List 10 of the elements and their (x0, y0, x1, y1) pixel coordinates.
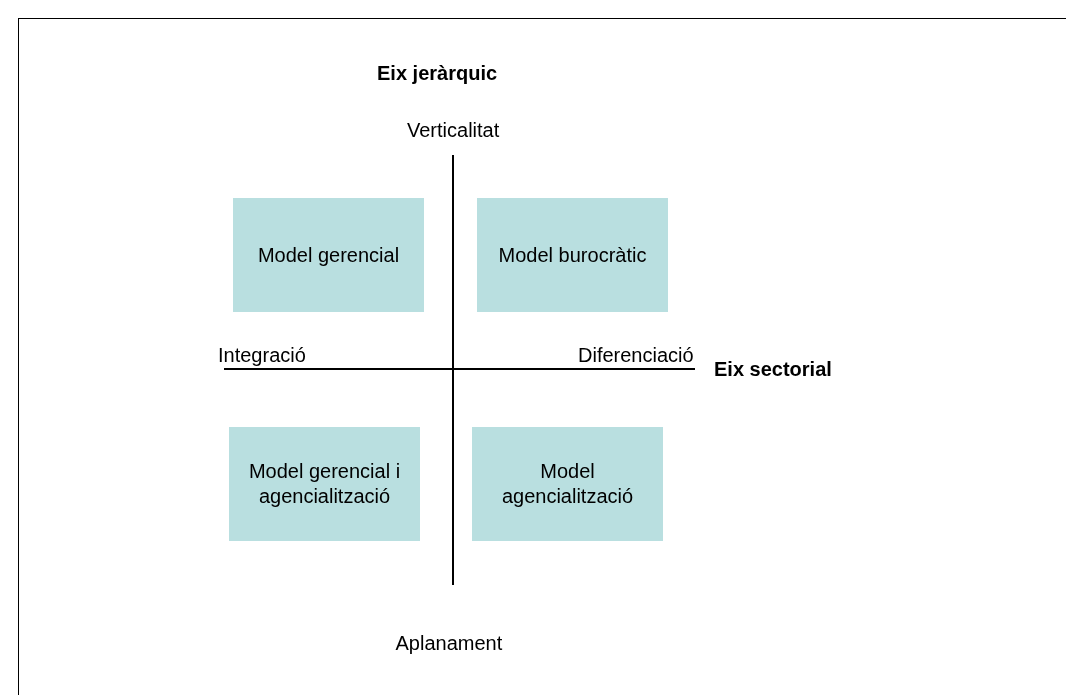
axis-end-label: Diferenciació (578, 343, 694, 367)
model-box: Model burocràtic (477, 198, 668, 312)
model-box: Model gerencial i agencialització (229, 427, 420, 541)
axis-title: Eix sectorial (714, 357, 832, 381)
axis-title: Eix jeràrquic (377, 61, 498, 85)
axis-end-label: Integració (218, 343, 306, 367)
axis-end-label: Verticalitat (407, 118, 500, 142)
axis-end-label: Aplanament (395, 631, 503, 655)
model-box: Model agencialització (472, 427, 663, 541)
model-box: Model gerencial (233, 198, 424, 312)
